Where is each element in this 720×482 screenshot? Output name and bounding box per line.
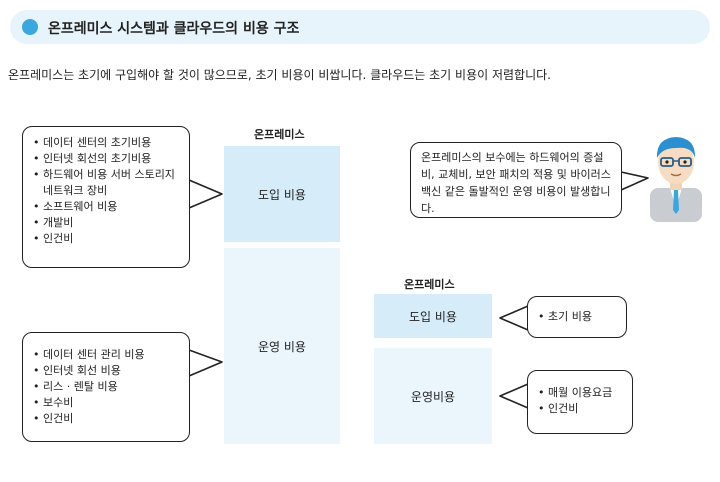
list-item: 인터넷 회선의 초기비용 [33, 151, 179, 167]
list-item: 인건비 [33, 411, 179, 427]
cloud-ops-cost-box: 운영비용 [374, 348, 492, 444]
bullet-dot-icon [22, 19, 38, 35]
onprem-intro-cost-label: 도입 비용 [258, 187, 306, 202]
list-item: 데이터 센터 관리 비용 [33, 347, 179, 363]
list-item: 리스 · 렌탈 비용 [33, 379, 179, 395]
person-icon [650, 137, 702, 222]
cloud-intro-items-bubble: 초기 비용 [527, 296, 627, 338]
list-item: 소프트웨어 비용 [33, 199, 179, 215]
onprem-intro-items-bubble: 데이터 센터의 초기비용 인터넷 회선의 초기비용 하드웨어 비용 서버 스토리… [22, 126, 190, 268]
intro-text: 온프레미스는 초기에 구입해야 할 것이 많으므로, 초기 비용이 비쌉니다. … [8, 68, 551, 82]
list-item: 개발비 [33, 215, 179, 231]
list-item: 데이터 센터의 초기비용 [33, 135, 179, 151]
title-bar: 온프레미스 시스템과 클라우드의 비용 구조 [10, 10, 710, 44]
onprem-ops-cost-box: 운영 비용 [224, 248, 340, 444]
list-item: 인터넷 회선 비용 [33, 363, 179, 379]
onprem-ops-items-bubble: 데이터 센터 관리 비용 인터넷 회선 비용 리스 · 렌탈 비용 보수비 인건… [22, 332, 190, 442]
maintenance-note-bubble: 온프레미스의 보수에는 하드웨어의 증설비, 교체비, 보안 패치의 적용 및 … [410, 142, 622, 218]
cloud-ops-cost-label: 운영비용 [410, 389, 456, 404]
onprem-column-label: 온프레미스 [254, 128, 305, 141]
list-item: 보수비 [33, 395, 179, 411]
cloud-intro-cost-label: 도입 비용 [409, 309, 457, 324]
page-title: 온프레미스 시스템과 클라우드의 비용 구조 [48, 21, 300, 37]
cloud-intro-cost-box: 도입 비용 [374, 294, 492, 338]
onprem-intro-cost-box: 도입 비용 [224, 146, 340, 242]
onprem-ops-cost-label: 운영 비용 [258, 339, 306, 354]
cloud-ops-items-bubble: 매월 이용요금 인건비 [527, 370, 633, 434]
maintenance-note-text: 온프레미스의 보수에는 하드웨어의 증설비, 교체비, 보안 패치의 적용 및 … [421, 151, 611, 215]
list-item: 매월 이용요금 [538, 385, 622, 401]
list-item: 초기 비용 [538, 309, 616, 325]
list-item: 하드웨어 비용 서버 스토리지 네트워크 장비 [33, 167, 179, 199]
cloud-column-label: 온프레미스 [404, 278, 455, 291]
list-item: 인건비 [538, 401, 622, 417]
list-item: 인건비 [33, 231, 179, 247]
